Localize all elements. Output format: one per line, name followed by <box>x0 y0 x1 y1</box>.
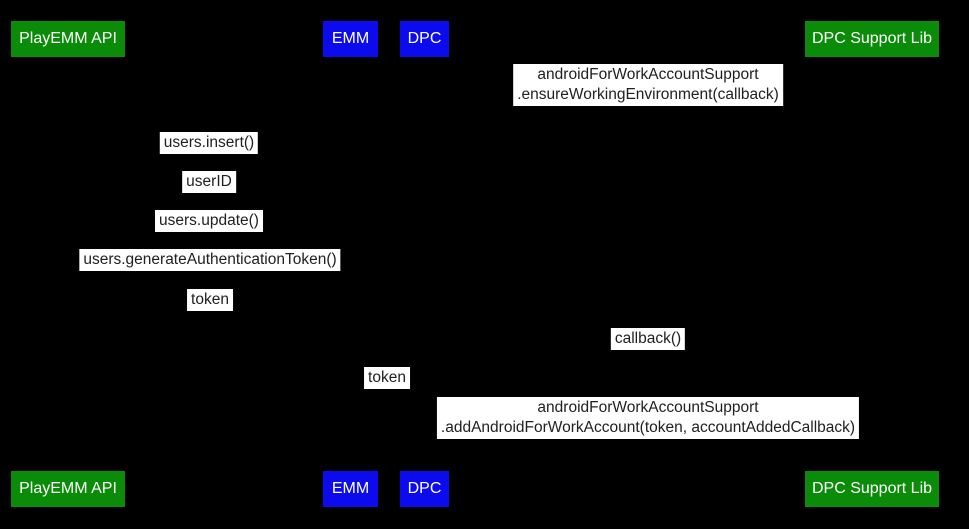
actor-dpc-support-lib-top: DPC Support Lib <box>805 21 939 57</box>
message-token-to-emm: token <box>187 289 233 311</box>
message-callback: callback() <box>610 328 686 350</box>
actor-playemm-api-top: PlayEMM API <box>11 21 125 57</box>
actor-dpc-top: DPC <box>400 21 449 57</box>
message-line: users.insert() <box>163 134 255 151</box>
message-line: users.update() <box>159 212 259 229</box>
message-generate-authentication-token: users.generateAuthenticationToken() <box>79 249 341 271</box>
message-ensure-working-environment: androidForWorkAccountSupport .ensureWork… <box>513 64 783 106</box>
actor-dpc-bottom: DPC <box>400 471 449 507</box>
message-line: token <box>191 291 229 308</box>
message-line: androidForWorkAccountSupport <box>537 66 759 83</box>
message-userid: userID <box>182 171 236 193</box>
actor-emm-bottom: EMM <box>323 471 378 507</box>
message-line: .ensureWorkingEnvironment(callback) <box>517 86 779 103</box>
message-users-update: users.update() <box>155 210 263 232</box>
message-line: .addAndroidForWorkAccount(token, account… <box>440 419 856 436</box>
message-add-android-for-work-account: androidForWorkAccountSupport .addAndroid… <box>436 397 860 439</box>
message-users-insert: users.insert() <box>159 132 259 154</box>
actor-dpc-support-lib-bottom: DPC Support Lib <box>805 471 939 507</box>
message-line: token <box>368 369 406 386</box>
actor-playemm-api-bottom: PlayEMM API <box>11 471 125 507</box>
message-line: androidForWorkAccountSupport <box>537 399 759 416</box>
actor-emm-top: EMM <box>323 21 378 57</box>
message-line: users.generateAuthenticationToken() <box>83 251 337 268</box>
message-token-to-dpc: token <box>364 367 410 389</box>
message-line: callback() <box>614 330 682 347</box>
message-line: userID <box>186 173 232 190</box>
